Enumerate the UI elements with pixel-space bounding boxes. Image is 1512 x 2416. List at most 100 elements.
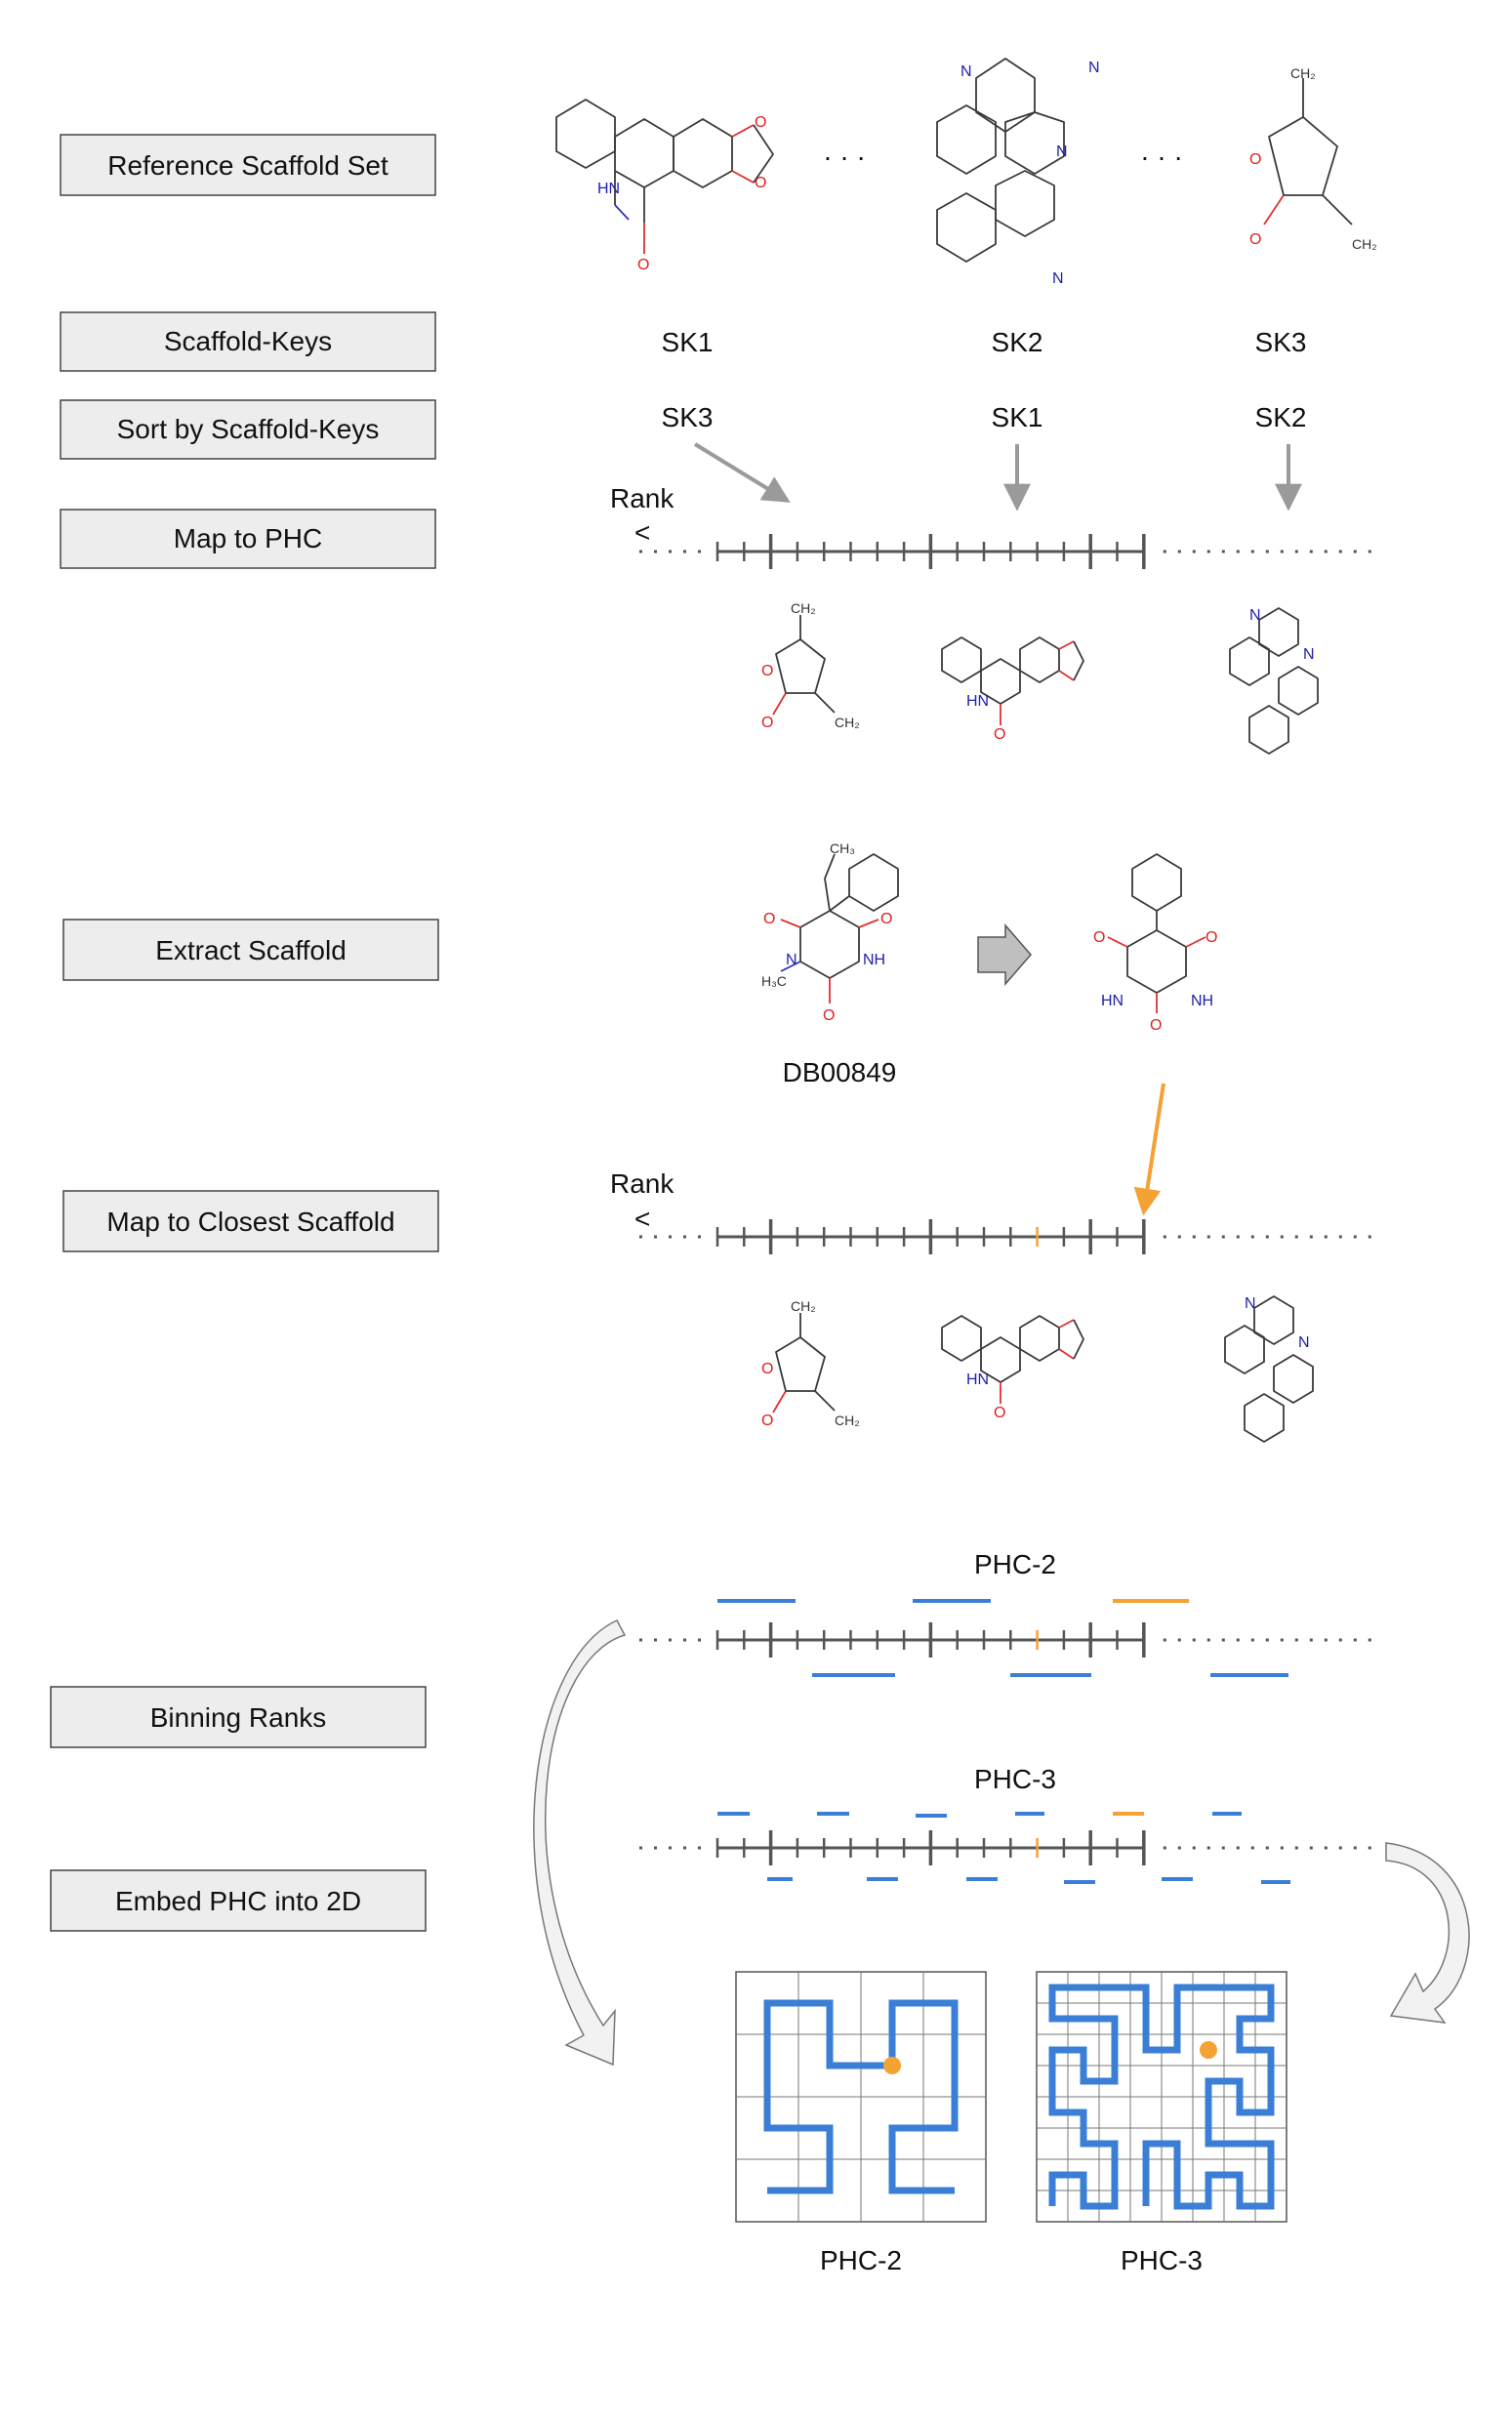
molecule-closest-sk2: N N (1224, 1295, 1314, 1443)
atom-ch2-label: CH₂ (791, 1298, 816, 1314)
ellipsis-1: · · · (823, 142, 866, 172)
atom-ch2-label: CH₂ (1352, 236, 1377, 252)
atom-n-label: N (1052, 270, 1064, 287)
molecule-reference-3: CH₂ CH₂ O O (1249, 65, 1377, 252)
molecule-reference-1: O O O HN (555, 99, 774, 273)
atom-o-label: O (755, 114, 766, 131)
molecule-db00849: O O O N NH H₃C CH₃ (761, 840, 899, 1024)
scaffold-key-sk1: SK1 (662, 327, 714, 357)
rank-arrow-2: < (634, 1204, 650, 1234)
atom-n-label: N (786, 952, 797, 968)
ellipsis-2: · · · (1140, 142, 1183, 172)
rank-axis-phc2 (639, 1622, 1371, 1658)
embed-arrow-right (1385, 1842, 1470, 2024)
step-sort-by-keys-label: Sort by Scaffold-Keys (117, 414, 380, 444)
atom-n-label: N (960, 63, 972, 80)
phc2-mapped-point (883, 2057, 901, 2074)
atom-ch2-label: CH₂ (791, 600, 816, 616)
step-embed-phc: Embed PHC into 2D (50, 1869, 427, 1932)
atom-o-label: O (761, 1413, 773, 1429)
phc3-title: PHC-3 (974, 1764, 1056, 1794)
atom-o-label: O (1249, 231, 1261, 248)
atom-o-label: O (761, 663, 773, 679)
sorted-key-sk3: SK3 (662, 402, 714, 432)
atom-o-label: O (823, 1007, 835, 1024)
atom-n-label: N (1298, 1334, 1310, 1351)
rank-axis-1 (639, 534, 1371, 569)
phc3-grid (1036, 1971, 1287, 2223)
atom-nh-label: NH (863, 952, 885, 968)
atom-o-label: O (994, 1405, 1005, 1421)
extract-arrow (977, 922, 1032, 987)
rank-label-2: Rank (610, 1168, 674, 1199)
phc2-curve (763, 1999, 959, 2194)
atom-o-label: O (1206, 929, 1217, 946)
atom-o-label: O (761, 1361, 773, 1377)
atom-ch2-label: CH₂ (1290, 65, 1316, 81)
atom-n-label: N (1088, 60, 1100, 76)
atom-nh-label: HN (966, 693, 989, 710)
atom-nh-label: HN (597, 181, 620, 197)
atom-o-label: O (1150, 1017, 1162, 1034)
atom-ch2-label: CH₂ (835, 715, 860, 730)
step-map-to-closest: Map to Closest Scaffold (62, 1190, 439, 1252)
step-map-to-phc: Map to PHC (60, 509, 436, 569)
atom-o-label: O (755, 175, 766, 191)
step-map-to-phc-label: Map to PHC (174, 523, 323, 553)
atom-n-label: N (1245, 1295, 1256, 1312)
atom-n-label: N (1249, 607, 1261, 624)
rank-axis-phc3 (639, 1830, 1371, 1865)
molecule-mapped-sk3: CH₂ CH₂ O O (761, 600, 860, 731)
atom-ch2-label: CH₂ (835, 1413, 860, 1428)
atom-o-label: O (763, 911, 775, 927)
molecule-closest-sk1: HN O (941, 1315, 1084, 1421)
step-reference-scaffold-set-label: Reference Scaffold Set (107, 150, 388, 181)
embed-arrow-left (533, 1619, 627, 2067)
phc2-title: PHC-2 (974, 1549, 1056, 1579)
molecule-mapped-sk1: HN O (941, 636, 1084, 743)
atom-o-label: O (880, 911, 892, 927)
atom-o-label: O (994, 726, 1005, 743)
phc2-grid-label: PHC-2 (820, 2245, 902, 2275)
molecule-closest-sk3: CH₂ CH₂ O O (761, 1298, 860, 1429)
atom-o-label: O (637, 257, 649, 273)
phc3-curve (1048, 1984, 1275, 2210)
phc3-bins (717, 1812, 1290, 1884)
step-reference-scaffold-set: Reference Scaffold Set (60, 134, 436, 196)
drug-id-label: DB00849 (783, 1057, 897, 1087)
atom-ch3-label: CH₃ (830, 840, 855, 856)
atom-nh-label: HN (966, 1372, 989, 1388)
step-extract-scaffold: Extract Scaffold (62, 919, 439, 981)
phc3-grid-label: PHC-3 (1121, 2245, 1203, 2275)
atom-h3c-label: H₃C (761, 973, 787, 989)
molecule-extracted-scaffold: O O O HN NH (1093, 853, 1217, 1034)
step-sort-by-keys: Sort by Scaffold-Keys (60, 399, 436, 460)
map-arrow-sk3 (693, 442, 791, 503)
step-scaffold-keys-label: Scaffold-Keys (164, 326, 332, 356)
closest-scaffold-arrow (1133, 1083, 1165, 1216)
phc2-grid (735, 1971, 987, 2223)
sorted-key-sk2: SK2 (1255, 402, 1307, 432)
rank-axis-2 (639, 1219, 1371, 1254)
rank-arrow-1: < (634, 517, 650, 548)
scaffold-key-sk2: SK2 (992, 327, 1043, 357)
sorted-key-sk1: SK1 (992, 402, 1043, 432)
atom-o-label: O (761, 715, 773, 731)
atom-o-label: O (1093, 929, 1105, 946)
scaffold-key-sk3: SK3 (1255, 327, 1307, 357)
phc3-mapped-point (1200, 2041, 1217, 2059)
atom-nh-label: HN (1101, 993, 1124, 1009)
step-binning-ranks: Binning Ranks (50, 1686, 427, 1748)
molecule-mapped-sk2: N N (1229, 607, 1319, 755)
step-embed-phc-label: Embed PHC into 2D (115, 1886, 361, 1916)
molecule-reference-2: N N N N (936, 58, 1100, 287)
atom-nh-label: NH (1191, 993, 1213, 1009)
atom-n-label: N (1056, 143, 1068, 160)
rank-label-1: Rank (610, 483, 674, 513)
atom-o-label: O (1249, 151, 1261, 168)
step-map-to-closest-label: Map to Closest Scaffold (106, 1207, 394, 1237)
step-scaffold-keys: Scaffold-Keys (60, 311, 436, 372)
step-binning-ranks-label: Binning Ranks (150, 1702, 327, 1733)
phc2-bins (717, 1599, 1288, 1677)
